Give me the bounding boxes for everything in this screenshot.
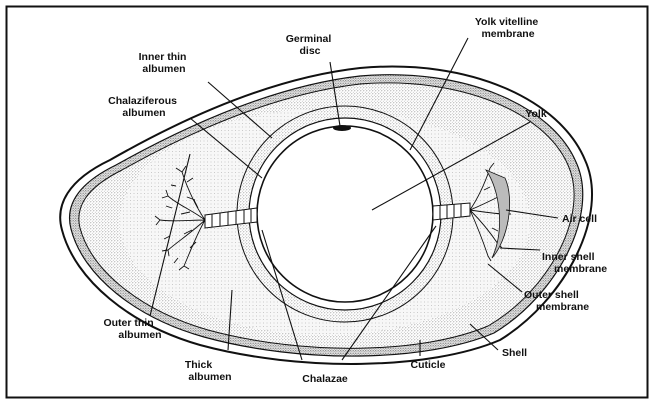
germinal-disc: [333, 125, 351, 131]
label-yolk-vitelline-membrane: Yolk vitelline membrane: [475, 16, 541, 40]
label-air-cell: Air cell: [562, 213, 597, 225]
label-yolk: Yolk: [525, 108, 547, 120]
label-inner-thin-albumen: Inner thin albumen: [139, 51, 190, 75]
label-chalazae: Chalazae: [302, 373, 348, 385]
yolk-body: [257, 126, 433, 302]
label-cuticle: Cuticle: [410, 359, 445, 371]
label-shell: Shell: [502, 347, 527, 359]
